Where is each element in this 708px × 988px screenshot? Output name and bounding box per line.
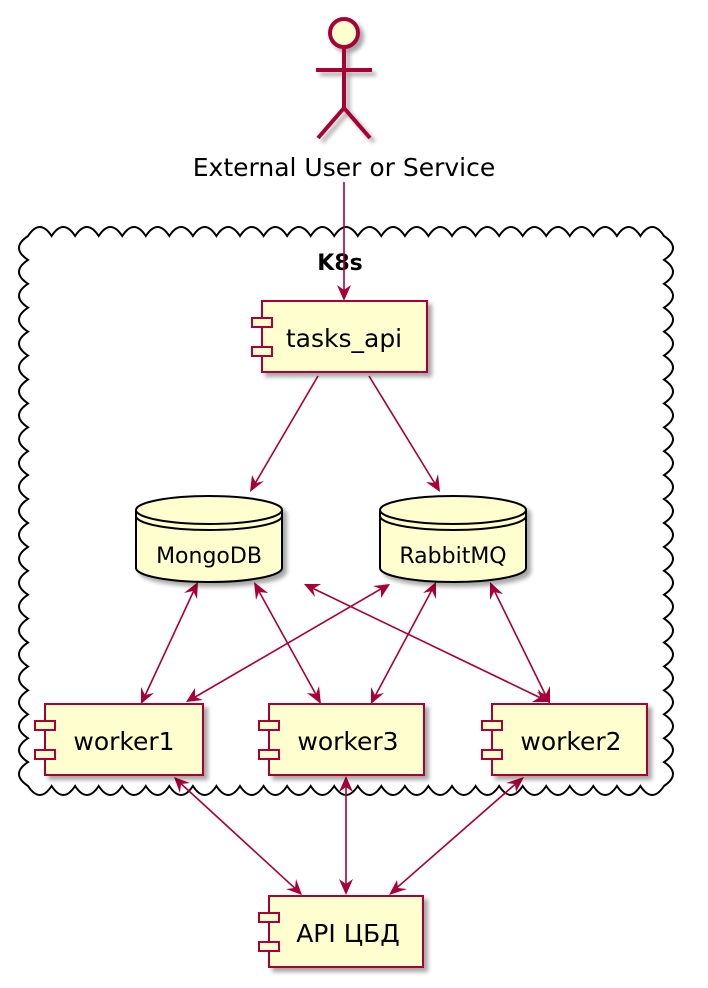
api-cbd-label: API ЦБД (296, 919, 400, 948)
component-icon-tab (251, 346, 273, 357)
edge-rabbitmq-worker1 (186, 584, 390, 702)
component-icon-tab (258, 720, 280, 731)
database-mongodb[interactable]: MongoDB (135, 495, 283, 583)
worker3-label: worker3 (297, 727, 398, 756)
component-api-cbd[interactable]: API ЦБД (258, 895, 424, 968)
component-icon-tab (258, 912, 280, 923)
rabbitmq-label: RabbitMQ (399, 544, 506, 569)
actor-external-user[interactable]: External User or Service (193, 17, 496, 182)
worker2-label: worker2 (520, 727, 621, 756)
k8s-cloud: K8s (18, 226, 674, 796)
component-worker2[interactable]: worker2 (481, 703, 648, 776)
edge-worker1-api-cbd (174, 777, 302, 895)
edge-actor-to-tasks-api (337, 182, 351, 301)
edge-rabbitmq-worker3 (371, 582, 436, 704)
component-icon-tab (34, 720, 56, 731)
edge-rabbitmq-worker2 (490, 582, 550, 704)
edges (141, 182, 550, 895)
component-icon-tab (481, 720, 503, 731)
actor-label: External User or Service (193, 153, 496, 182)
component-tasks-api[interactable]: tasks_api (251, 300, 428, 373)
edge-mongodb-worker1 (141, 582, 198, 704)
stick-figure-icon (316, 17, 372, 140)
edge-tasks-api-to-mongodb (250, 375, 319, 492)
k8s-cloud-shape (18, 226, 674, 796)
component-icon-tab (258, 941, 280, 952)
edge-worker3-api-cbd (339, 776, 353, 895)
tasks-api-label: tasks_api (286, 324, 402, 353)
component-worker1[interactable]: worker1 (34, 703, 204, 776)
component-worker3[interactable]: worker3 (258, 703, 425, 776)
worker1-label: worker1 (73, 727, 174, 756)
edge-worker2-api-cbd (389, 777, 524, 895)
component-icon-tab (258, 749, 280, 760)
database-rabbitmq[interactable]: RabbitMQ (379, 495, 527, 583)
component-icon-tab (251, 317, 273, 328)
mongodb-label: MongoDB (156, 544, 262, 569)
edge-tasks-api-to-rabbitmq (368, 375, 440, 492)
component-icon-tab (34, 749, 56, 760)
k8s-cloud-label: K8s (317, 251, 362, 276)
component-icon-tab (481, 749, 503, 760)
